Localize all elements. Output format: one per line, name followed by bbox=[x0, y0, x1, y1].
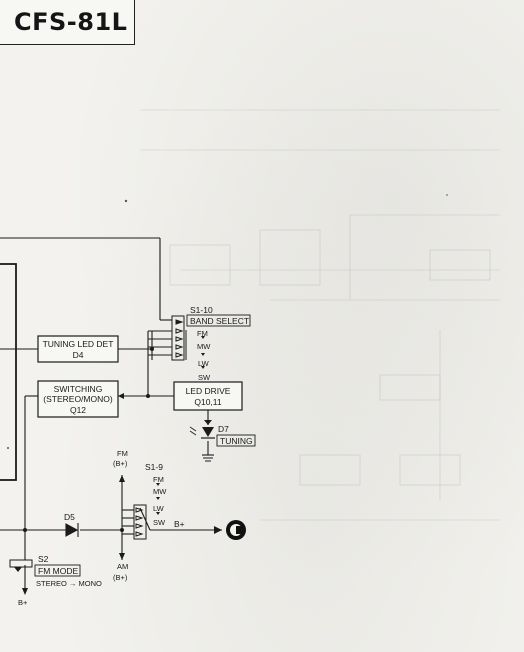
svg-text:MW: MW bbox=[153, 487, 167, 496]
svg-text:FM: FM bbox=[197, 329, 208, 338]
led-d7-symbol bbox=[189, 426, 215, 439]
model-number: CFS-81L bbox=[14, 8, 128, 36]
switch-s2-symbol bbox=[9, 559, 33, 572]
svg-text:BAND SELECT: BAND SELECT bbox=[190, 316, 249, 326]
svg-text:LED DRIVE: LED DRIVE bbox=[186, 386, 231, 396]
label-s1-10: S1-10 BAND SELECT FM MW LW SW bbox=[186, 305, 251, 382]
junction-dots bbox=[23, 347, 154, 532]
ground-symbol bbox=[203, 457, 213, 462]
block-tuning-led-det: TUNING LED DET D4 bbox=[37, 335, 119, 363]
svg-text:TUNING LED DET: TUNING LED DET bbox=[43, 339, 114, 349]
specks bbox=[7, 194, 448, 449]
svg-text:B+: B+ bbox=[174, 519, 185, 529]
diode-d5 bbox=[65, 523, 79, 537]
svg-text:LW: LW bbox=[198, 359, 210, 368]
svg-text:AM: AM bbox=[117, 562, 128, 571]
svg-text:D7: D7 bbox=[218, 424, 229, 434]
connector-c bbox=[214, 520, 246, 540]
svg-text:(B+): (B+) bbox=[113, 459, 128, 468]
block-switching: SWITCHING (STEREO/MONO) Q12 bbox=[37, 380, 119, 418]
bleedthrough-traces bbox=[140, 109, 500, 521]
arrow-ticks bbox=[156, 336, 205, 515]
svg-text:LW: LW bbox=[153, 504, 165, 513]
svg-text:STEREO → MONO: STEREO → MONO bbox=[36, 579, 102, 588]
label-s1-9: S1-9 FM MW LW SW FM (B+) AM (B+) B+ bbox=[113, 449, 185, 582]
svg-text:D4: D4 bbox=[73, 350, 84, 360]
svg-text:(B+): (B+) bbox=[113, 573, 128, 582]
svg-text:(STEREO/MONO): (STEREO/MONO) bbox=[43, 394, 113, 404]
svg-text:FM: FM bbox=[117, 449, 128, 458]
svg-text:TUNING: TUNING bbox=[220, 436, 253, 446]
switch-s1-10 bbox=[171, 315, 187, 361]
svg-text:SW: SW bbox=[198, 373, 211, 382]
svg-text:Q10,11: Q10,11 bbox=[194, 397, 222, 407]
label-d7: D7 TUNING bbox=[216, 424, 256, 447]
svg-text:S1-9: S1-9 bbox=[145, 462, 163, 472]
label-s2: S2 FM MODE STEREO → MONO B+ bbox=[18, 554, 102, 607]
svg-text:FM MODE: FM MODE bbox=[38, 566, 78, 576]
svg-text:FM: FM bbox=[153, 475, 164, 484]
svg-text:B+: B+ bbox=[18, 598, 28, 607]
svg-text:Q12: Q12 bbox=[70, 405, 86, 415]
block-led-drive: LED DRIVE Q10,11 bbox=[173, 381, 243, 411]
switch-s1-9 bbox=[133, 504, 147, 540]
model-header-box: CFS-81L bbox=[0, 0, 135, 45]
svg-text:MW: MW bbox=[197, 342, 211, 351]
svg-text:S1-10: S1-10 bbox=[190, 305, 213, 315]
svg-text:SW: SW bbox=[153, 518, 166, 527]
svg-text:S2: S2 bbox=[38, 554, 49, 564]
svg-text:SWITCHING: SWITCHING bbox=[54, 384, 103, 394]
arrowheads bbox=[22, 393, 212, 595]
label-d5: D5 bbox=[64, 512, 75, 522]
svg-text:D5: D5 bbox=[64, 512, 75, 522]
